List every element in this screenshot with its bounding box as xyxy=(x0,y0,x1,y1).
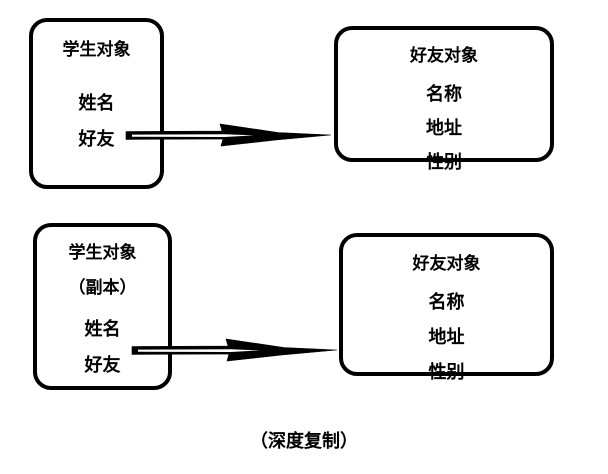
node-title: 好友对象 xyxy=(410,46,478,66)
node-subtitle-copy: （副本） xyxy=(68,278,137,298)
node-field-name: 名称 xyxy=(426,84,462,105)
node-field-friend: 好友 xyxy=(84,355,121,376)
node-field-name: 名称 xyxy=(428,292,465,313)
friend-object-node: 好友对象 名称 地址 性别 xyxy=(334,26,554,173)
node-field-gender: 性别 xyxy=(428,362,465,383)
node-title: 好友对象 xyxy=(412,254,481,274)
node-field-address: 地址 xyxy=(428,327,465,348)
node-field-address: 地址 xyxy=(426,118,462,139)
node-field-name: 姓名 xyxy=(84,319,121,340)
friend-object-copy-node: 好友对象 名称 地址 性别 xyxy=(339,233,554,383)
node-title: 学生对象 xyxy=(62,40,131,60)
node-field-friend: 好友 xyxy=(78,129,115,150)
node-field-name: 姓名 xyxy=(78,93,115,114)
reference-arrow-original xyxy=(125,123,332,147)
student-object-node: 学生对象 姓名 好友 xyxy=(29,18,164,189)
reference-arrow-copy xyxy=(131,338,338,362)
node-title: 学生对象 xyxy=(68,243,137,263)
node-field-gender: 性别 xyxy=(426,152,462,173)
diagram-caption: （深度复制） xyxy=(250,431,358,452)
student-object-copy-node: 学生对象 （副本） 姓名 好友 xyxy=(33,223,172,390)
